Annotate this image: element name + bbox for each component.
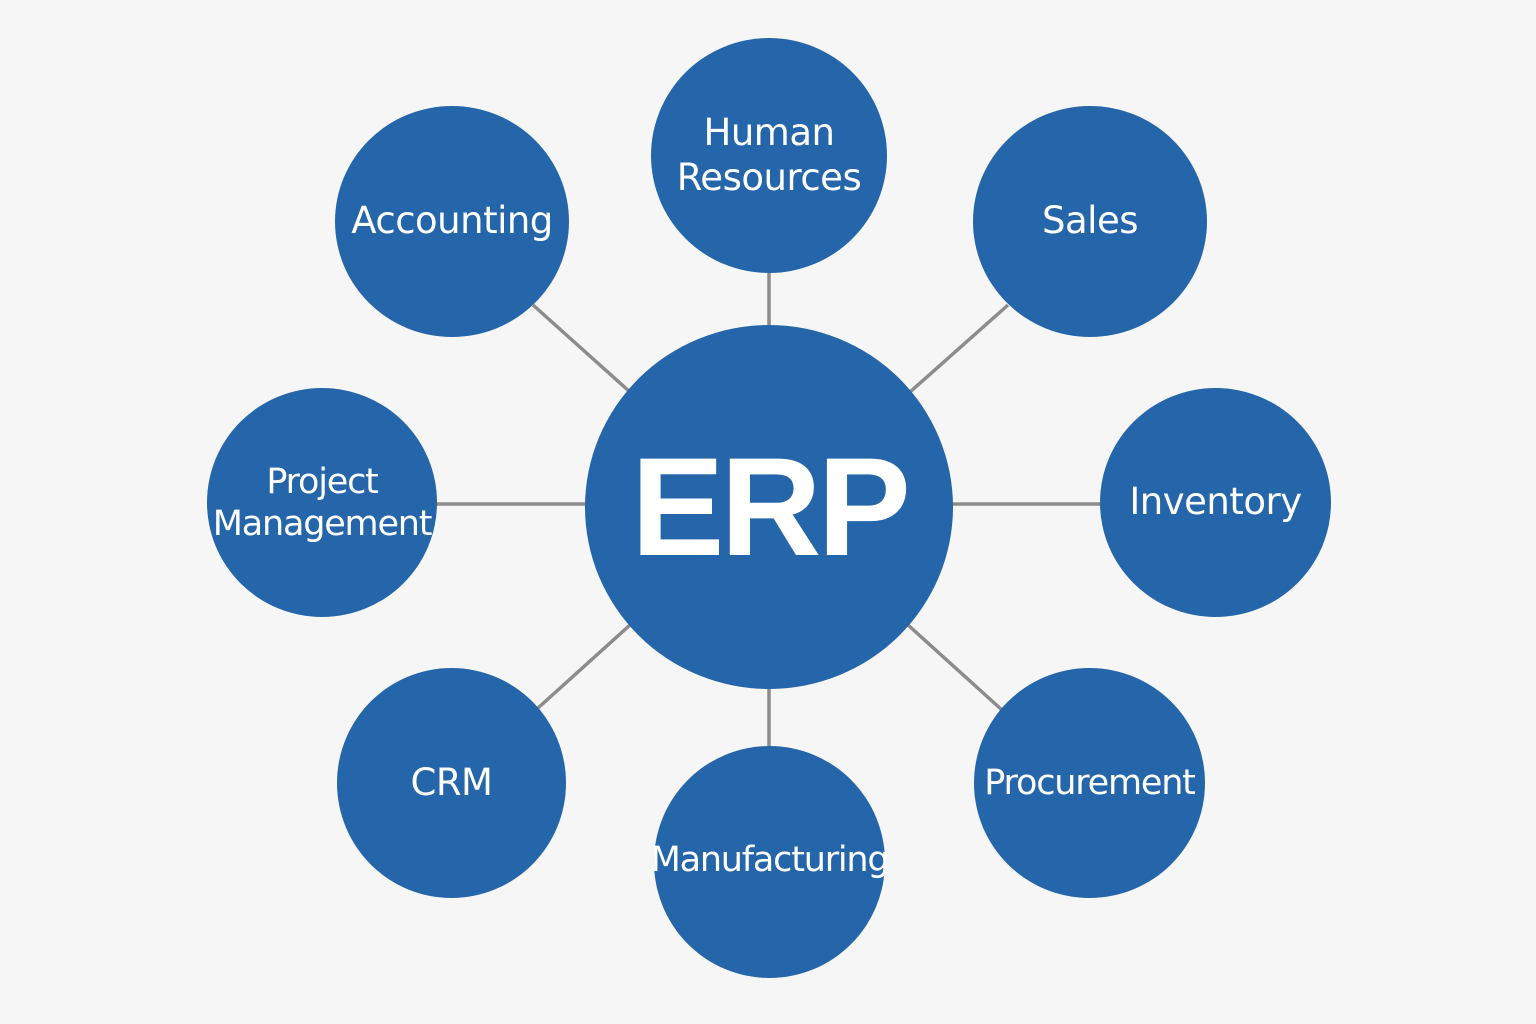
module-crm: CRM — [337, 668, 566, 898]
module-label: Project — [266, 461, 379, 502]
module-label: Human — [703, 111, 835, 155]
erp-hub: ERP — [585, 325, 953, 689]
module-inventory: Inventory — [1100, 388, 1331, 617]
module-procurement: Procurement — [974, 668, 1205, 898]
module-label: Manufacturing — [650, 840, 890, 880]
module-label: Management — [212, 503, 433, 544]
connector-crm — [536, 623, 632, 710]
module-label: Sales — [1042, 199, 1138, 243]
module-manufacturing: Manufacturing — [651, 746, 890, 978]
module-accounting: Accounting — [335, 106, 569, 337]
module-label: Inventory — [1129, 480, 1302, 524]
module-label: Procurement — [984, 763, 1196, 803]
connector-procurement — [906, 623, 1004, 712]
module-label: CRM — [410, 760, 493, 804]
module-label: Resources — [676, 155, 862, 199]
connector-accounting — [531, 303, 632, 394]
connector-sales — [908, 303, 1010, 394]
module-label: Accounting — [351, 199, 553, 243]
erp-label: ERP — [631, 428, 911, 585]
module-sales: Sales — [973, 106, 1207, 337]
